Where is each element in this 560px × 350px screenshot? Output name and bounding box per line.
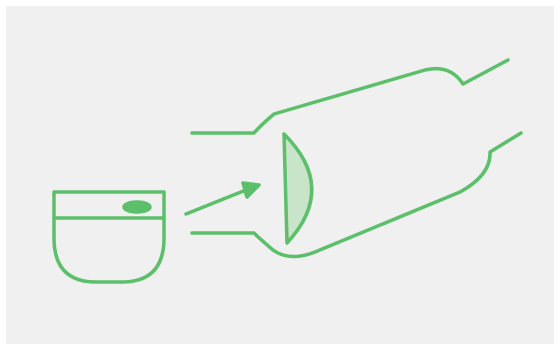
- cap-icon: [52, 190, 166, 284]
- diagram-stage: [6, 6, 554, 344]
- device-bottom-outline: [190, 131, 523, 259]
- lens-icon: [282, 132, 314, 245]
- cap-indicator-dot: [122, 200, 152, 214]
- diagram-strokes: [52, 58, 523, 284]
- arrow-icon: [184, 181, 261, 216]
- arrow-head: [241, 181, 261, 199]
- cap-outline: [52, 190, 166, 284]
- device-top-outline: [190, 58, 510, 135]
- device-body-icon: [190, 58, 523, 259]
